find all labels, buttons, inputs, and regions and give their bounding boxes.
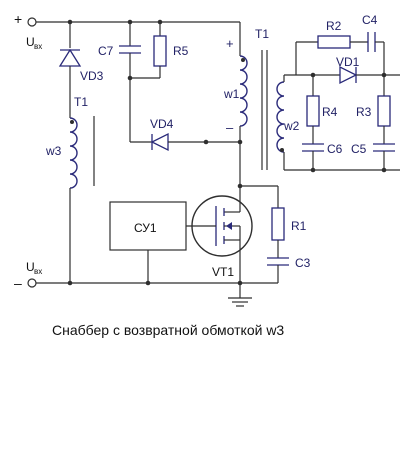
junction-dot — [381, 167, 387, 173]
junction-dot — [127, 75, 133, 81]
w3-label: w3 — [45, 144, 62, 158]
junction-dot — [127, 19, 133, 25]
r2-label: R2 — [326, 19, 342, 33]
w1-coil — [239, 55, 248, 127]
c7-capacitor — [119, 45, 141, 54]
c3-label: C3 — [295, 256, 311, 270]
r3-label: R3 — [356, 105, 372, 119]
vd4-label: VD4 — [150, 117, 174, 131]
r4-resistor — [306, 95, 320, 127]
input-terminal-plus — [27, 17, 37, 27]
w1-plus-mark: + — [226, 36, 234, 51]
c4-capacitor — [367, 32, 376, 52]
c5-capacitor — [373, 143, 395, 152]
r3-resistor — [377, 95, 391, 127]
w1-dot-marker — [241, 58, 245, 62]
diagram-caption: Снаббер с возвратной обмоткой w3 — [52, 322, 285, 338]
w1-minus-mark: – — [226, 120, 234, 135]
uin-top-sign: + — [14, 11, 22, 27]
r5-resistor — [153, 35, 167, 67]
junction-dot — [237, 139, 243, 145]
c5-label: C5 — [351, 142, 367, 156]
vt1-label: VT1 — [212, 265, 234, 279]
w3-dot-marker — [70, 120, 74, 124]
uin-bot-label: U — [26, 260, 35, 274]
c4-label: C4 — [362, 13, 378, 27]
t1-left-label: T1 — [74, 95, 88, 109]
vd3-label: VD3 — [80, 69, 104, 83]
w3-coil — [69, 117, 78, 189]
uin-top-subscript: вх — [34, 42, 42, 51]
c6-capacitor — [302, 143, 324, 152]
vd1-label: VD1 — [336, 55, 360, 69]
uin-bot-subscript: вх — [34, 267, 42, 276]
vd4-diode — [150, 132, 169, 152]
uin-bot-sign: – — [14, 275, 22, 291]
junction-dot — [67, 19, 73, 25]
junction-dot — [157, 19, 163, 25]
r2-resistor — [317, 35, 351, 49]
cy1-control-block — [109, 201, 187, 251]
junction-dot — [310, 167, 316, 173]
c6-label: C6 — [327, 142, 343, 156]
w2-dot-marker — [280, 148, 284, 152]
junction-dot — [145, 280, 151, 286]
cy1-label: СУ1 — [134, 221, 157, 235]
vt1-mosfet-symbol — [186, 186, 241, 283]
junction-dot — [203, 139, 209, 145]
r1-resistor — [271, 207, 285, 241]
uin-top-label: U — [26, 35, 35, 49]
vd1-diode — [339, 65, 358, 85]
r5-label: R5 — [173, 44, 189, 58]
c3-capacitor — [267, 257, 289, 266]
w2-coil — [276, 81, 285, 153]
vd3-diode — [58, 48, 82, 67]
c7-label: C7 — [98, 44, 114, 58]
r1-label: R1 — [291, 219, 307, 233]
input-terminal-minus — [27, 278, 37, 288]
junction-dot — [67, 280, 73, 286]
t1-top-label: T1 — [255, 27, 269, 41]
ground-symbol — [228, 283, 252, 307]
w2-label: w2 — [283, 119, 300, 133]
w1-label: w1 — [223, 87, 240, 101]
r4-label: R4 — [322, 105, 338, 119]
